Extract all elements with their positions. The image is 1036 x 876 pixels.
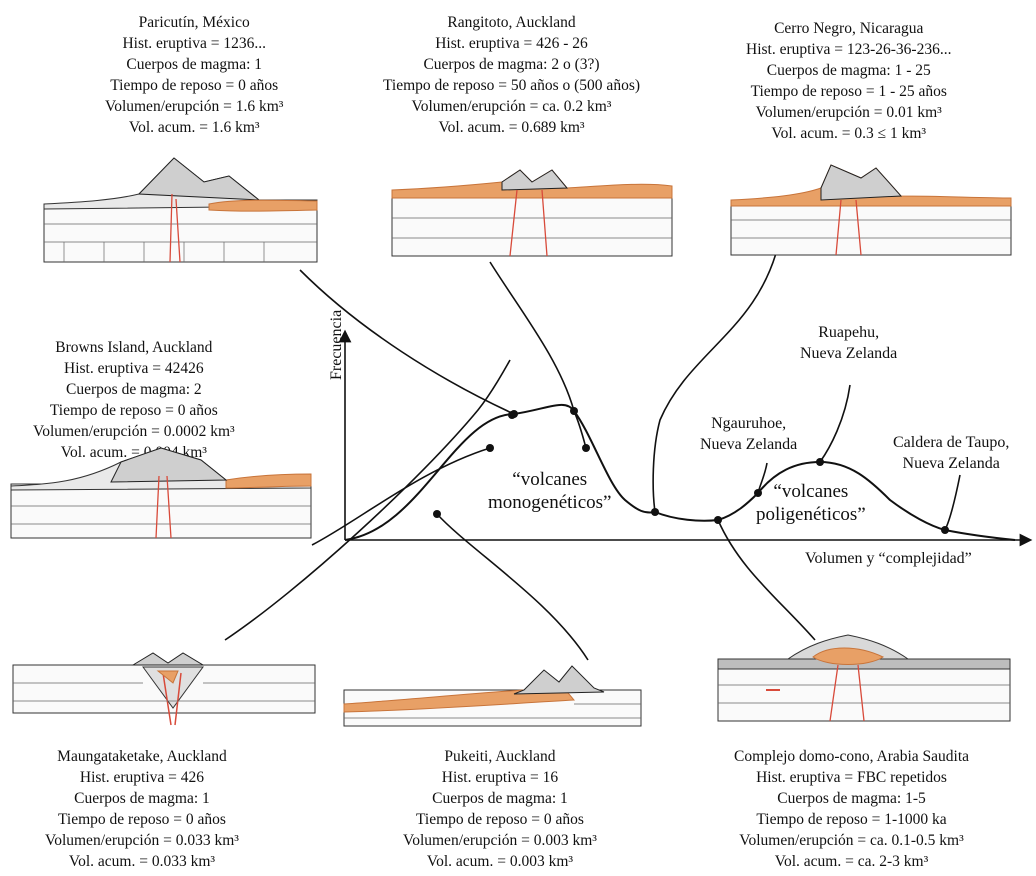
ngauruhoe-label: Ngauruhoe,Nueva Zelanda [700,413,797,455]
cerro-negro-cross-section [731,160,1011,255]
maungataketake-cross-section [13,653,315,725]
paricutin-cross-section [44,154,317,262]
connector-ruapehu [820,385,850,462]
y-axis-label: Frecuencia [326,310,347,380]
point-ruapehu [816,458,824,466]
point-paricutin [510,410,518,418]
connector-pukeiti [437,514,588,660]
ruapehu-label: Ruapehu,Nueva Zelanda [800,322,897,364]
point-pukeiti [433,510,441,518]
pukeiti-cross-section [344,660,641,726]
point-taupo [941,526,949,534]
taupo-label: Caldera de Taupo,Nueva Zelanda [893,432,1009,474]
point-cerro-negro [651,508,659,516]
domo-cono-cross-section [718,635,1010,721]
point-rangitoto [570,407,578,415]
point-rangitoto-2 [582,444,590,452]
connector-domo-cono [718,520,815,640]
connector-taupo [945,475,960,530]
point-domo-cono [714,516,722,524]
point-browns [486,444,494,452]
x-axis-label: Volumen y “complejidad” [805,548,972,569]
browns-cross-section [11,446,311,538]
connector-browns [312,448,490,545]
connector-rangitoto [490,262,586,448]
connector-cerro-negro [653,238,780,512]
rangitoto-cross-section [392,168,672,256]
